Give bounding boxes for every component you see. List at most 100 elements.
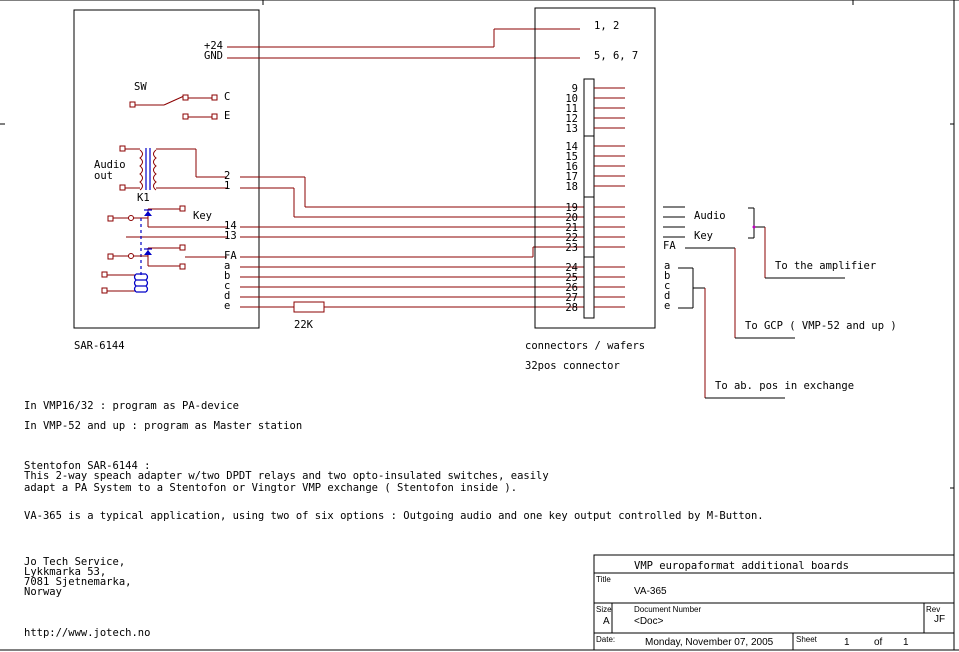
transformer-label: K1 (137, 192, 150, 204)
company-url: http://www.jotech.no (24, 627, 150, 639)
of-label: of (874, 637, 883, 648)
switch-label: SW (134, 81, 147, 93)
switch-terminal-e (211, 113, 218, 120)
relay-terminal (179, 263, 186, 270)
company-line-4: Norway (24, 586, 62, 598)
relay-coil (145, 273, 149, 293)
board-pin-e: e (224, 300, 230, 312)
connector-strip (583, 78, 595, 319)
output-label-a: a (664, 260, 670, 272)
switch-terminal-c (211, 94, 218, 101)
rev-value: JF (934, 614, 945, 625)
title-label: Title (596, 575, 611, 584)
company-line-2: Lykkmarka 53, (24, 566, 106, 578)
connector-subtitle: 32pos connector (525, 360, 620, 372)
connector-pin-label: 23 (565, 242, 578, 254)
relay-contact-arrow (144, 211, 152, 216)
relay-terminal (179, 244, 186, 251)
connector-pin-label: 15 (565, 151, 578, 163)
connector-pin-label: 26 (565, 282, 578, 294)
size-value: A (603, 616, 610, 627)
resistor-22k (293, 301, 325, 313)
connector-ext-pin-5-6-7: 5, 6, 7 (594, 50, 638, 62)
resistor-label: 22K (294, 319, 314, 331)
connector-pin-label: 17 (565, 171, 578, 183)
relay-terminal (107, 215, 114, 222)
note-vmp16: In VMP16/32 : program as PA-device (24, 400, 239, 412)
label-to-exchange: To ab. pos in exchange (715, 380, 854, 392)
connector-pin-label: 28 (565, 302, 578, 314)
board-pin-2: 2 (224, 170, 230, 182)
date-value: Monday, November 07, 2005 (645, 637, 774, 648)
connector-pin-label: 24 (565, 262, 578, 274)
connector-outline (534, 7, 656, 329)
switch-blade (163, 95, 185, 106)
sar-board-outline (73, 9, 260, 329)
switch-pos-e: E (224, 110, 230, 122)
transformer-terminal (119, 184, 126, 191)
board-pin-13: 13 (224, 230, 237, 242)
output-audio-label: Audio (694, 210, 726, 222)
relay-coil (133, 273, 137, 293)
connector-name: connectors / wafers (525, 340, 645, 352)
audio-out-label: out (94, 170, 113, 182)
board-pin-14: 14 (224, 220, 237, 232)
coil-terminal (101, 271, 108, 278)
connector-ext-pin-1-2: 1, 2 (594, 20, 619, 32)
connector-pin-label: 11 (565, 103, 578, 115)
transformer-terminal (119, 145, 126, 152)
board-name: SAR-6144 (74, 340, 125, 352)
switch-terminal (182, 94, 189, 101)
note-vmp52: In VMP-52 and up : program as Master sta… (24, 420, 302, 432)
connector-pin-label: 19 (565, 202, 578, 214)
junction-dot (752, 225, 756, 229)
relay-terminal (179, 205, 186, 212)
power-label-gnd: GND (204, 50, 223, 62)
relay-terminal (107, 253, 114, 260)
connector-pin-label: 13 (565, 123, 578, 135)
desc-line-3: VA-365 is a typical application, using t… (24, 510, 764, 522)
company-line-1: Jo Tech Service, (24, 556, 125, 568)
connector-pin-label: 27 (565, 292, 578, 304)
output-key-label: Key (694, 230, 713, 242)
connector-pin-label: 10 (565, 93, 578, 105)
relay-coil (136, 273, 146, 293)
title-block-header: VMP europaformat additional boards (634, 560, 849, 572)
board-pin-c: c (224, 280, 230, 292)
label-to-gcp: To GCP ( VMP-52 and up ) (745, 320, 897, 332)
board-pin-1: 1 (224, 180, 230, 192)
size-label: Size (596, 605, 612, 614)
board-pin-fa: FA (224, 250, 237, 262)
sheet-label: Sheet (796, 635, 818, 644)
output-label-e: e (664, 300, 670, 312)
output-fa-label: FA (663, 240, 676, 252)
connector-pin-label: 21 (565, 222, 578, 234)
switch-terminal (182, 113, 189, 120)
connector-pin-label: 20 (565, 212, 578, 224)
connector-pin-label: 18 (565, 181, 578, 193)
drawing-title: VA-365 (634, 586, 667, 597)
relay-node (128, 215, 134, 221)
output-label-b: b (664, 270, 670, 282)
desc-line-2: adapt a PA System to a Stentofon or Ving… (24, 482, 517, 494)
desc-title: Stentofon SAR-6144 : (24, 460, 150, 472)
sheet-value: 1 (844, 637, 850, 648)
docnum-value: <Doc> (634, 616, 664, 627)
audio-out-label: Audio (94, 159, 126, 171)
docnum-label: Document Number (634, 605, 701, 614)
board-pin-b: b (224, 270, 230, 282)
output-label-d: d (664, 290, 670, 302)
of-value: 1 (903, 637, 909, 648)
switch-terminal (129, 101, 136, 108)
connector-pin-label: 16 (565, 161, 578, 173)
connector-pin-label: 12 (565, 113, 578, 125)
rev-label: Rev (926, 605, 940, 614)
output-label-c: c (664, 280, 670, 292)
power-label-24: +24 (204, 40, 223, 52)
relay-node (128, 253, 134, 259)
date-label: Date: (596, 635, 615, 644)
board-pin-a: a (224, 260, 230, 272)
